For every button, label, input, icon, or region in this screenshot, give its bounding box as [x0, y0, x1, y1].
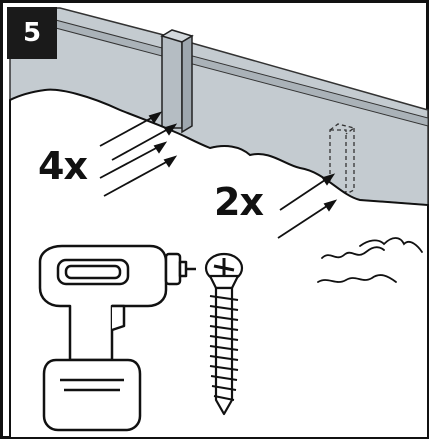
step-number-badge: 5 [7, 7, 57, 59]
soil-ground-icon [317, 237, 423, 283]
cordless-drill-icon [38, 244, 196, 432]
wood-screw-icon [204, 252, 244, 416]
quantity-label-connector: 4x [38, 144, 88, 188]
arrows-stake [277, 173, 338, 239]
edging-connector-clip [160, 29, 194, 134]
arrows-connector [99, 111, 178, 197]
quantity-label-stake: 2x [214, 180, 264, 224]
